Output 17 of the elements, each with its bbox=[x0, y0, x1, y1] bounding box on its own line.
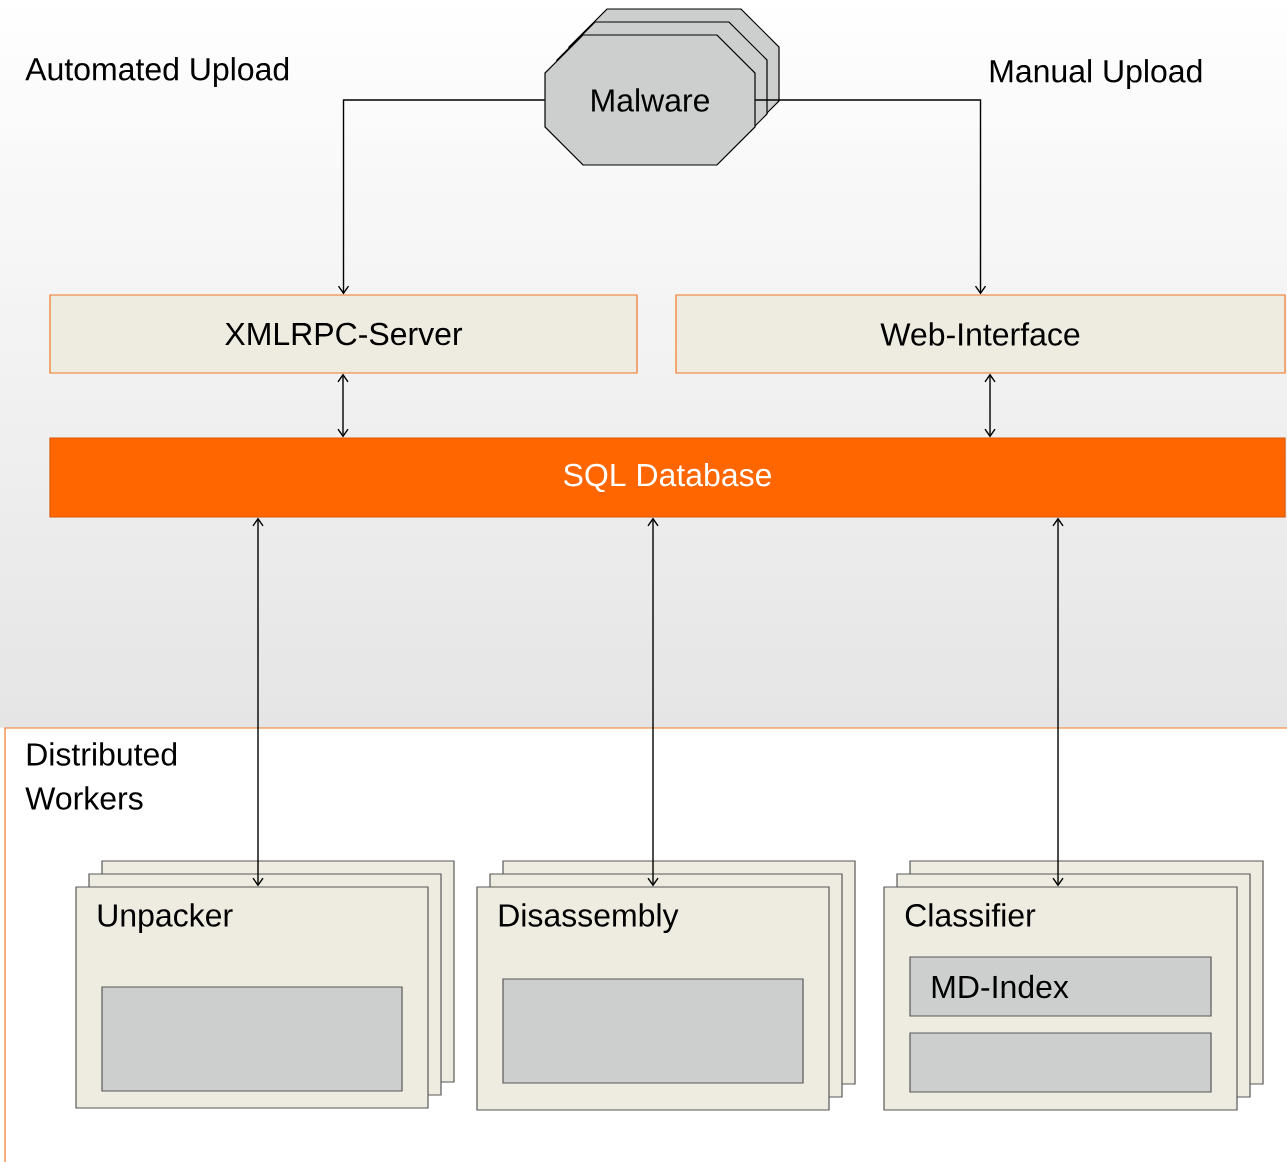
arrow bbox=[337, 99, 546, 295]
component-box bbox=[502, 978, 804, 1084]
arrow bbox=[754, 99, 987, 295]
process-box: XMLRPC-Server bbox=[49, 294, 638, 374]
database-bar: SQL Database bbox=[49, 437, 1286, 518]
arrow bbox=[1052, 517, 1064, 887]
upload-label: Automated Upload bbox=[25, 57, 289, 87]
component-box bbox=[909, 1032, 1212, 1093]
process-box: Web-Interface bbox=[675, 294, 1286, 374]
component-box bbox=[101, 986, 403, 1092]
upload-label: Manual Upload bbox=[990, 59, 1202, 89]
arrow bbox=[337, 373, 349, 438]
octagon-stack: Malware bbox=[544, 8, 780, 166]
arrow bbox=[252, 517, 264, 887]
component-box: MD-Index bbox=[909, 956, 1212, 1017]
arrow bbox=[647, 517, 659, 887]
arrow bbox=[984, 373, 996, 438]
